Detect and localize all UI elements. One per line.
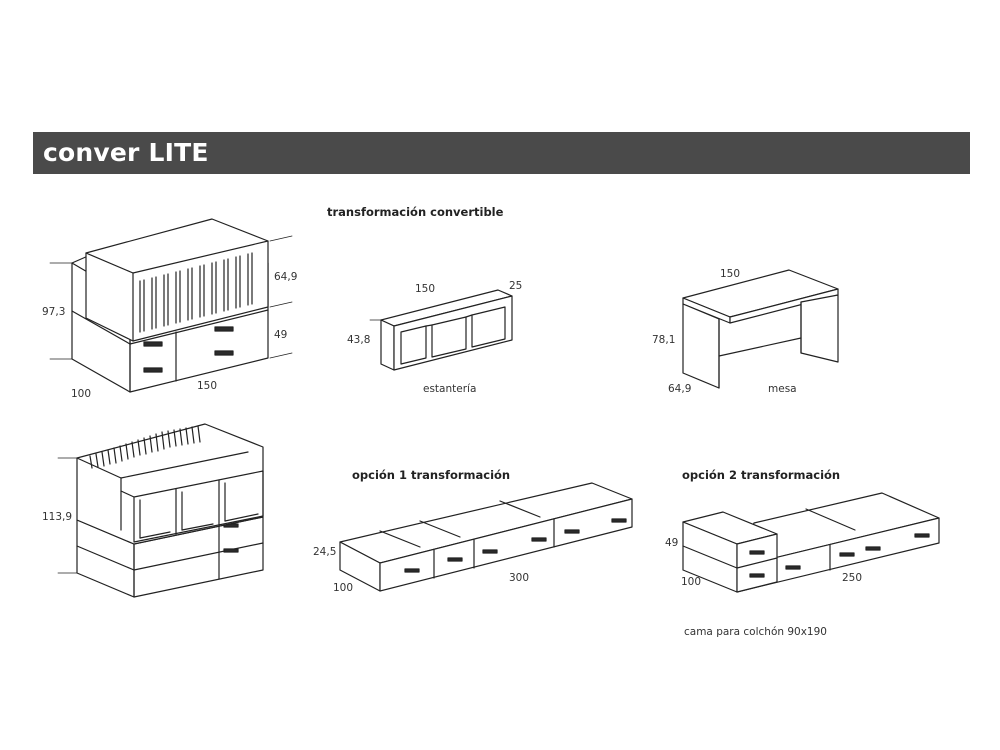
crib-width-label: 150 — [197, 380, 218, 392]
crib-depth-label: 100 — [71, 388, 92, 400]
crib-cot-box — [85, 218, 269, 342]
option1-height-label: 24,5 — [313, 546, 337, 558]
option2-depth-label: 100 — [681, 576, 702, 588]
shelf-drawing — [369, 289, 513, 371]
section-title-option1: opción 1 transformación — [352, 468, 511, 482]
page-title: conver LITE — [43, 138, 209, 167]
section-title-convertible: transformación convertible — [327, 205, 504, 219]
desk-width-label: 150 — [720, 268, 741, 280]
shelf-depth-label: 25 — [509, 280, 523, 292]
desk-caption: mesa — [768, 383, 797, 395]
option2-length-label: 250 — [842, 572, 863, 584]
shelf-width-label: 150 — [415, 283, 436, 295]
desk-drawing — [682, 269, 839, 389]
crib-top-height-label: 64,9 — [274, 271, 298, 283]
shelf-height-label: 43,8 — [347, 334, 371, 346]
crib-bars — [139, 252, 253, 333]
option1-length-label: 300 — [509, 572, 530, 584]
cot-upper-box — [76, 423, 264, 545]
option2-handles — [749, 533, 930, 578]
cot-bars — [89, 425, 201, 469]
crib-drawer-height-label: 49 — [274, 329, 288, 341]
option1-drawing — [339, 482, 633, 592]
cot-shelf-drawing — [57, 423, 264, 598]
option2-height-label: 49 — [665, 537, 679, 549]
desk-depth-label: 64,9 — [668, 383, 692, 395]
option1-depth-label: 100 — [333, 582, 354, 594]
crib-height-label: 97,3 — [42, 306, 66, 318]
option1-handles — [404, 518, 627, 573]
section-title-option2: opción 2 transformación — [682, 468, 841, 482]
shelf-caption: estantería — [423, 383, 477, 395]
option2-drawing — [682, 492, 940, 593]
option2-caption: cama para colchón 90x190 — [684, 626, 827, 638]
cot-shelf-height-label: 113,9 — [42, 511, 73, 523]
crib-drawing — [49, 218, 293, 393]
desk-height-label: 78,1 — [652, 334, 676, 346]
title-banner: conver LITE — [33, 132, 970, 174]
